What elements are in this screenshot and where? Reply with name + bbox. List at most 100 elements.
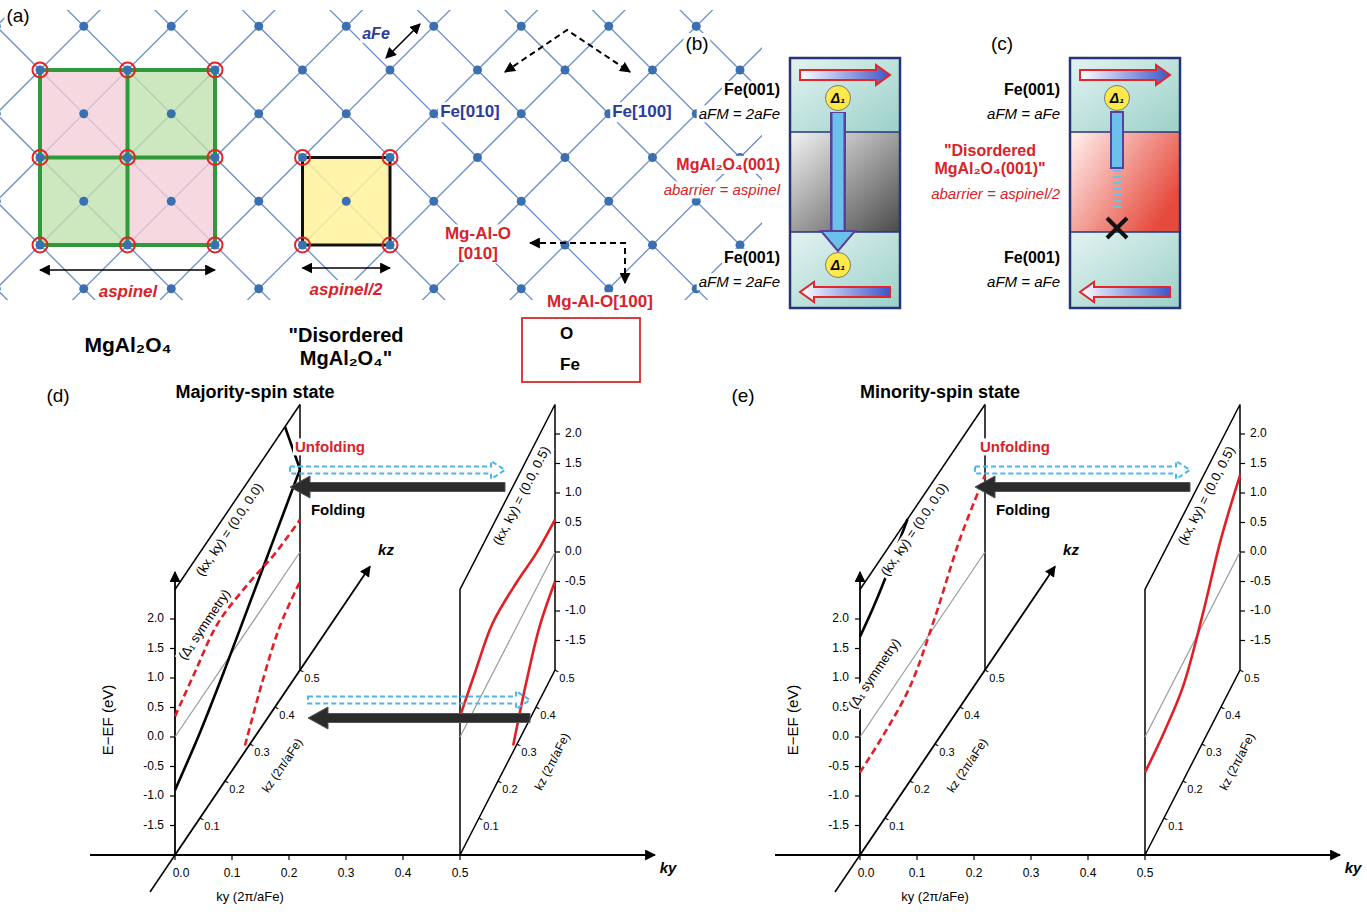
tick-label: -1.0 [141,789,166,803]
structure-name: "Disordered MgAl₂O₄" [239,324,453,370]
fe-atom [517,109,526,118]
fe-lattice [0,10,762,300]
symmetry-note: (Δ₁ symmetry) [175,585,235,664]
folded-band-curve [175,520,300,717]
axis-title: kz (2π/aFe) [532,729,575,794]
tick-label: 1.0 [1248,486,1269,500]
lattice-group [0,0,1367,892]
plane-label: (kx, ky) = (0.0, 0.0) [877,479,952,581]
tunneling-arrow [821,112,855,251]
fe-atom [342,109,351,118]
tick-mark [555,551,560,552]
fe-atom [561,241,570,250]
fe-atom [604,22,613,31]
lattice-line [0,10,310,300]
lattice-line [670,10,762,300]
junction-box [790,58,900,308]
tick-label: -0.5 [563,575,588,589]
interface-line [1070,231,1180,233]
lattice-line [583,10,763,300]
kz-axis [175,566,370,855]
folded-band-curve [245,582,300,746]
fe-atom [79,22,88,31]
lattice-line [0,10,23,300]
plane-label: (kx, ky) = (0.0, 0.5) [1175,442,1240,549]
tick-label: -1.0 [826,789,851,803]
fe-atom [342,22,351,31]
spinel-cell [40,158,128,246]
tick-label: 0.4 [393,867,414,881]
dimension-label: aspinel [97,282,160,302]
tick-mark [1240,581,1245,582]
symmetry-circle: Δ₁ [825,85,851,111]
fe-atom [254,22,263,31]
tick-mark [916,855,917,860]
tick-label: 0.1 [202,820,221,833]
fe-atom [429,109,438,118]
lattice-line [0,10,135,300]
unfolding-arrow [975,461,1190,479]
tick-mark [855,677,860,678]
disordered-cell [303,158,391,246]
tick-mark [1144,855,1145,860]
block-cross [1107,218,1127,238]
tick-label: 0.0 [563,545,584,559]
fermi-level [175,552,300,737]
fe-atom [561,153,570,162]
junction-box [1070,58,1180,308]
lattice-parameter: aFM = 2aFe [697,105,782,122]
tick-mark [170,618,175,619]
tick-label: 1.5 [563,457,584,471]
folding-arrow [290,476,505,498]
fe-atom [429,197,438,206]
tick-label: 0.3 [519,746,538,759]
layer-name: Fe(001) [722,81,782,99]
o-atom [208,150,223,165]
tick-mark [855,766,860,767]
tick-mark [170,795,175,796]
tick-mark [1240,522,1245,523]
tick-mark [170,707,175,708]
o-atom [120,238,135,253]
tick-label: 0.5 [987,672,1006,685]
o-atom [295,238,310,253]
tick-mark [170,825,175,826]
tick-mark [555,433,560,434]
o-atom [383,238,398,253]
fe-atom [0,284,1,293]
tick-label: 0.4 [277,709,296,722]
tick-label: 0.4 [962,709,981,722]
band-curve [175,469,300,790]
tick-label: 0.0 [1248,545,1269,559]
tick-mark [555,492,560,493]
o-atom [208,238,223,253]
tick-label: 0.5 [450,867,471,881]
tick-mark [170,648,175,649]
tick-label: -0.5 [1248,575,1273,589]
fe-atom [0,197,1,206]
fe-atom [123,241,132,250]
tick-label: 0.5 [563,516,584,530]
fe-atom [386,153,395,162]
spin-arrow [800,65,890,85]
tick-label: 0.2 [279,867,300,881]
tick-label: 0.2 [500,783,519,796]
fe-atom [736,66,745,75]
tick-label: -0.5 [141,760,166,774]
fe-atom [517,284,526,293]
tick-mark [555,522,560,523]
layer-name: Fe(001) [1002,249,1062,267]
panel-letter: (b) [683,33,710,55]
fe-direction-arrow [505,30,630,72]
folded-band-curve [860,475,985,772]
blocked-tunnel-arrow [1111,112,1123,168]
fe-atom [298,153,307,162]
unfolded-band-curve [460,520,555,717]
tick-mark [555,640,560,641]
lattice-line [295,10,635,300]
tick-label: 0.0 [856,867,877,881]
spinel-cell-border [40,70,215,245]
fe-atom [254,284,263,293]
tick-mark [1240,640,1245,641]
